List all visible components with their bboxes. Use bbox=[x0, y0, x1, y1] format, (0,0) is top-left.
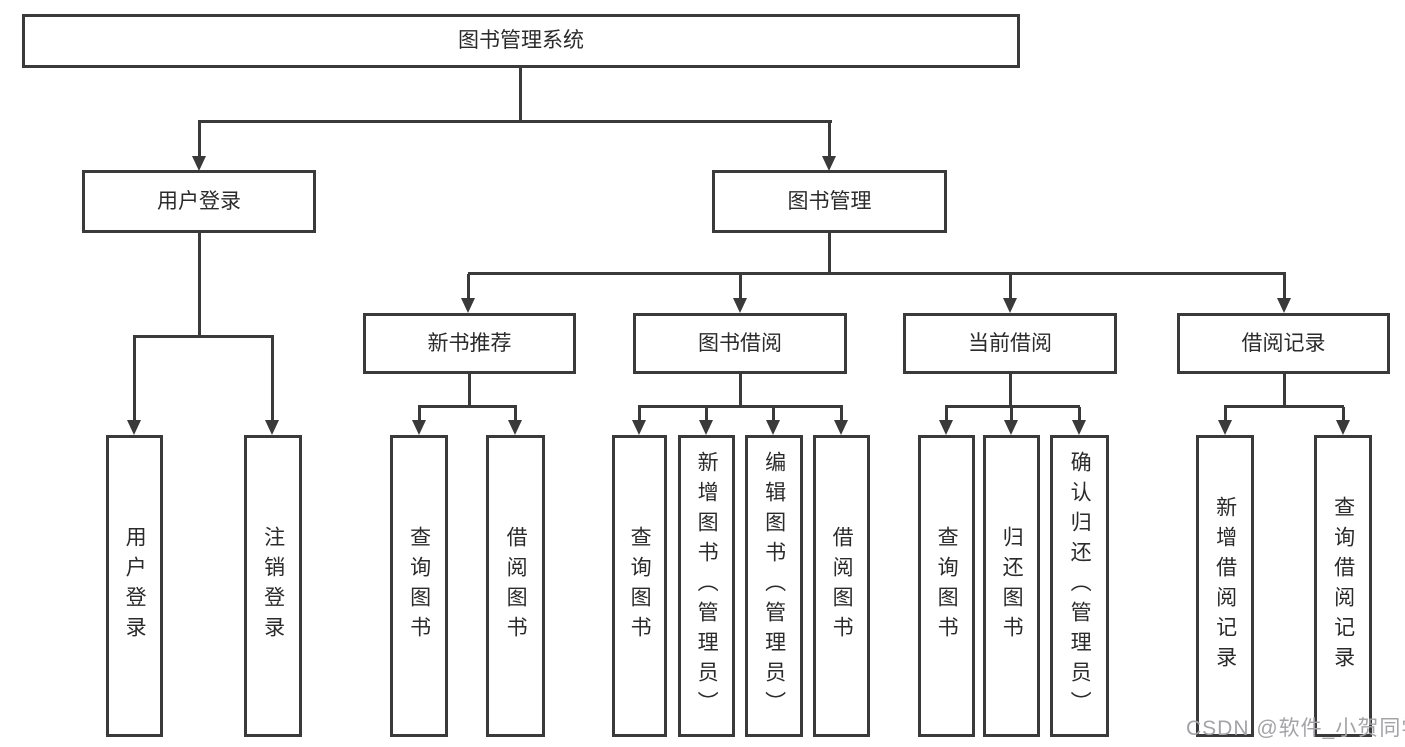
leaf-borrow-books: 借阅图书 bbox=[813, 435, 870, 737]
leaf-user-login-label: 用户登录 bbox=[123, 526, 147, 646]
connector-line bbox=[467, 274, 470, 301]
node-root-library-system: 图书管理系统 bbox=[22, 14, 1020, 68]
arrowhead-icon bbox=[1072, 420, 1086, 435]
connector-line bbox=[198, 122, 201, 158]
node-borrow-records: 借阅记录 bbox=[1177, 313, 1390, 374]
connector-line bbox=[739, 274, 742, 301]
arrowhead-icon bbox=[939, 420, 953, 435]
leaf-borrow-books-recommend-label: 借阅图书 bbox=[504, 526, 528, 646]
arrowhead-icon bbox=[1277, 298, 1291, 313]
leaf-borrow-books-recommend: 借阅图书 bbox=[486, 435, 545, 737]
node-book-management-label: 图书管理 bbox=[787, 189, 872, 213]
node-current-borrow: 当前借阅 bbox=[903, 313, 1117, 374]
arrowhead-icon bbox=[1336, 420, 1350, 435]
arrowhead-icon bbox=[632, 420, 646, 435]
connector-line bbox=[739, 374, 742, 407]
leaf-query-borrow-record: 查询借阅记录 bbox=[1314, 435, 1372, 737]
node-current-borrow-label: 当前借阅 bbox=[968, 331, 1052, 355]
arrowhead-icon bbox=[1218, 420, 1232, 435]
leaf-borrow-books-label: 借阅图书 bbox=[830, 526, 854, 646]
node-root-label: 图书管理系统 bbox=[458, 29, 584, 53]
connector-line bbox=[468, 272, 1286, 275]
arrowhead-icon bbox=[265, 420, 279, 435]
leaf-confirm-return-admin-label: 确认归还（管理员） bbox=[1068, 451, 1092, 721]
connector-line bbox=[418, 405, 517, 408]
connector-line bbox=[519, 68, 522, 122]
leaf-return-books: 归还图书 bbox=[983, 435, 1040, 737]
connector-line bbox=[828, 233, 831, 274]
leaf-query-borrow-record-label: 查询借阅记录 bbox=[1331, 496, 1355, 676]
leaf-query-books-current: 查询图书 bbox=[918, 435, 975, 737]
connector-line bbox=[1342, 407, 1345, 422]
arrowhead-icon bbox=[733, 298, 747, 313]
connector-line bbox=[133, 337, 136, 421]
arrowhead-icon bbox=[766, 420, 780, 435]
connector-line bbox=[1283, 374, 1286, 407]
leaf-add-borrow-record: 新增借阅记录 bbox=[1196, 435, 1254, 737]
connector-line bbox=[514, 407, 517, 422]
arrowhead-icon bbox=[699, 420, 713, 435]
connector-line bbox=[1224, 405, 1344, 408]
connector-line bbox=[1010, 407, 1013, 422]
arrowhead-icon bbox=[1004, 420, 1018, 435]
connector-line bbox=[772, 407, 775, 422]
connector-line bbox=[945, 405, 1080, 408]
leaf-query-books-recommend-label: 查询图书 bbox=[407, 526, 431, 646]
arrowhead-icon bbox=[127, 420, 141, 435]
connector-line bbox=[198, 120, 832, 123]
connector-line bbox=[1283, 274, 1286, 301]
leaf-query-books-borrow: 查询图书 bbox=[612, 435, 667, 737]
connector-line bbox=[840, 407, 843, 422]
leaf-edit-books-admin-label: 编辑图书（管理员） bbox=[762, 451, 786, 721]
csdn-watermark: CSDN @软件_小贺同学 bbox=[1186, 717, 1405, 740]
leaf-add-books-admin: 新增图书（管理员） bbox=[678, 435, 735, 737]
connector-line bbox=[945, 407, 948, 422]
leaf-add-borrow-record-label: 新增借阅记录 bbox=[1213, 496, 1237, 676]
connector-line bbox=[638, 407, 641, 422]
leaf-query-books-current-label: 查询图书 bbox=[935, 526, 959, 646]
arrowhead-icon bbox=[192, 156, 206, 171]
node-book-borrow: 图书借阅 bbox=[633, 313, 847, 374]
leaf-query-books-borrow-label: 查询图书 bbox=[628, 526, 652, 646]
connector-line bbox=[1009, 274, 1012, 301]
arrowhead-icon bbox=[1003, 298, 1017, 313]
node-user-login-label: 用户登录 bbox=[157, 189, 241, 213]
connector-line bbox=[133, 335, 274, 338]
connector-line bbox=[638, 405, 843, 408]
leaf-query-books-recommend: 查询图书 bbox=[390, 435, 448, 737]
connector-line bbox=[418, 407, 421, 422]
connector-line bbox=[198, 233, 201, 337]
leaf-logout: 注销登录 bbox=[244, 435, 302, 737]
arrowhead-icon bbox=[461, 298, 475, 313]
connector-line bbox=[468, 374, 471, 407]
node-book-borrow-label: 图书借阅 bbox=[698, 331, 782, 355]
leaf-logout-label: 注销登录 bbox=[261, 526, 285, 646]
leaf-return-books-label: 归还图书 bbox=[1000, 526, 1024, 646]
connector-line bbox=[828, 122, 831, 158]
arrowhead-icon bbox=[834, 420, 848, 435]
arrowhead-icon bbox=[412, 420, 426, 435]
node-new-book-recommend: 新书推荐 bbox=[363, 313, 576, 374]
leaf-add-books-admin-label: 新增图书（管理员） bbox=[695, 451, 719, 721]
node-new-book-recommend-label: 新书推荐 bbox=[427, 331, 512, 355]
leaf-confirm-return-admin: 确认归还（管理员） bbox=[1050, 435, 1109, 737]
connector-line bbox=[271, 337, 274, 421]
node-book-management: 图书管理 bbox=[712, 170, 947, 233]
connector-line bbox=[1009, 374, 1012, 407]
leaf-edit-books-admin: 编辑图书（管理员） bbox=[745, 435, 803, 737]
node-borrow-records-label: 借阅记录 bbox=[1241, 331, 1326, 355]
connector-line bbox=[1078, 407, 1081, 422]
connector-line bbox=[1224, 407, 1227, 422]
arrowhead-icon bbox=[822, 156, 836, 171]
connector-line bbox=[705, 407, 708, 422]
leaf-user-login: 用户登录 bbox=[106, 435, 163, 737]
arrowhead-icon bbox=[508, 420, 522, 435]
node-user-login: 用户登录 bbox=[82, 170, 316, 233]
